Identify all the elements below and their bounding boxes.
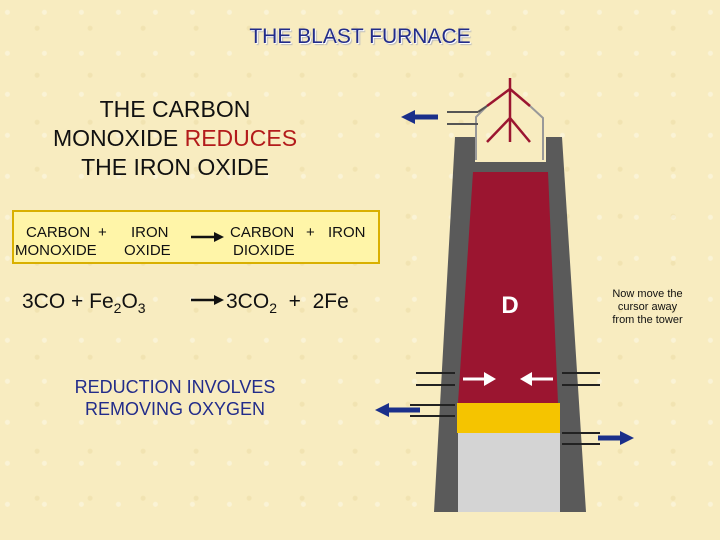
iron-arrow-head — [620, 431, 634, 445]
reactant-1-line-1: CARBON — [26, 224, 91, 241]
product-1-line-1: CARBON — [230, 224, 295, 241]
hot-air-left-head — [484, 372, 496, 386]
page-title: THE BLAST FURNACE — [249, 25, 471, 48]
furnace-reduction-zone — [458, 172, 558, 403]
furnace-top-cone-right — [529, 105, 544, 160]
hopper-right-upper — [509, 88, 531, 107]
headline: THE CARBON MONOXIDE REDUCES THE IRON OXI… — [30, 95, 320, 182]
formula-plus-1: + — [71, 290, 84, 313]
side-note-line-1: Now move the — [612, 288, 683, 300]
word-plus-1: + — [98, 224, 107, 241]
gas-outlet-pipe-joint — [477, 105, 488, 113]
formula-fe: 2Fe — [312, 290, 349, 313]
headline-line-2: MONOXIDE REDUCES — [30, 124, 320, 153]
headline-line-1: THE CARBON — [99, 96, 251, 122]
reactant-formula-group: 3CO + Fe2O3 — [22, 290, 146, 316]
word-plus-2: + — [306, 224, 315, 241]
hot-air-right-head — [520, 372, 532, 386]
formula-co2: 3CO2 — [226, 290, 277, 317]
hopper-left-lower — [486, 117, 511, 143]
reactant-1-line-2: MONOXIDE — [15, 242, 97, 259]
reactant-2-line-1: IRON — [131, 224, 169, 241]
side-note: Now move the cursor away from the tower — [600, 288, 695, 327]
slag-arrow-head — [375, 403, 389, 417]
headline-line-2-prefix: MONOXIDE — [52, 125, 185, 151]
hopper-left-upper — [486, 87, 511, 108]
product-2-line-1: IRON — [328, 224, 366, 241]
hopper-right-lower — [509, 117, 531, 143]
formula-plus-2: + — [288, 290, 301, 313]
word-equation-arrow — [191, 232, 224, 242]
formula-fe2o3: Fe2O3 — [89, 290, 146, 317]
headline-line-3: THE IRON OXIDE — [81, 154, 269, 180]
furnace-hearth — [458, 432, 560, 512]
word-equation-box: CARBON MONOXIDE + IRON OXIDE CARBON DIOX… — [12, 210, 380, 264]
furnace-stage-label: D — [501, 292, 519, 319]
side-note-line-3: from the tower — [612, 314, 683, 326]
reduction-note-line-2: REMOVING OXYGEN — [84, 399, 266, 419]
reduction-note-line-1: REDUCTION INVOLVES — [74, 377, 276, 397]
headline-highlight: REDUCES — [184, 125, 298, 151]
formula-co: 3CO — [22, 290, 66, 313]
product-1-line-2: DIOXIDE — [233, 242, 295, 259]
product-formula-group: 3CO2 + 2Fe — [226, 290, 349, 316]
reactant-2-line-2: OXIDE — [124, 242, 171, 259]
furnace-slag-layer — [457, 403, 560, 433]
side-note-line-2: cursor away — [617, 301, 678, 313]
waste-gas-arrow-head — [401, 110, 415, 124]
furnace-top-cone-left — [475, 105, 488, 160]
reduction-note: REDUCTION INVOLVES REMOVING OXYGEN — [40, 376, 310, 420]
formula-arrow — [191, 295, 224, 305]
